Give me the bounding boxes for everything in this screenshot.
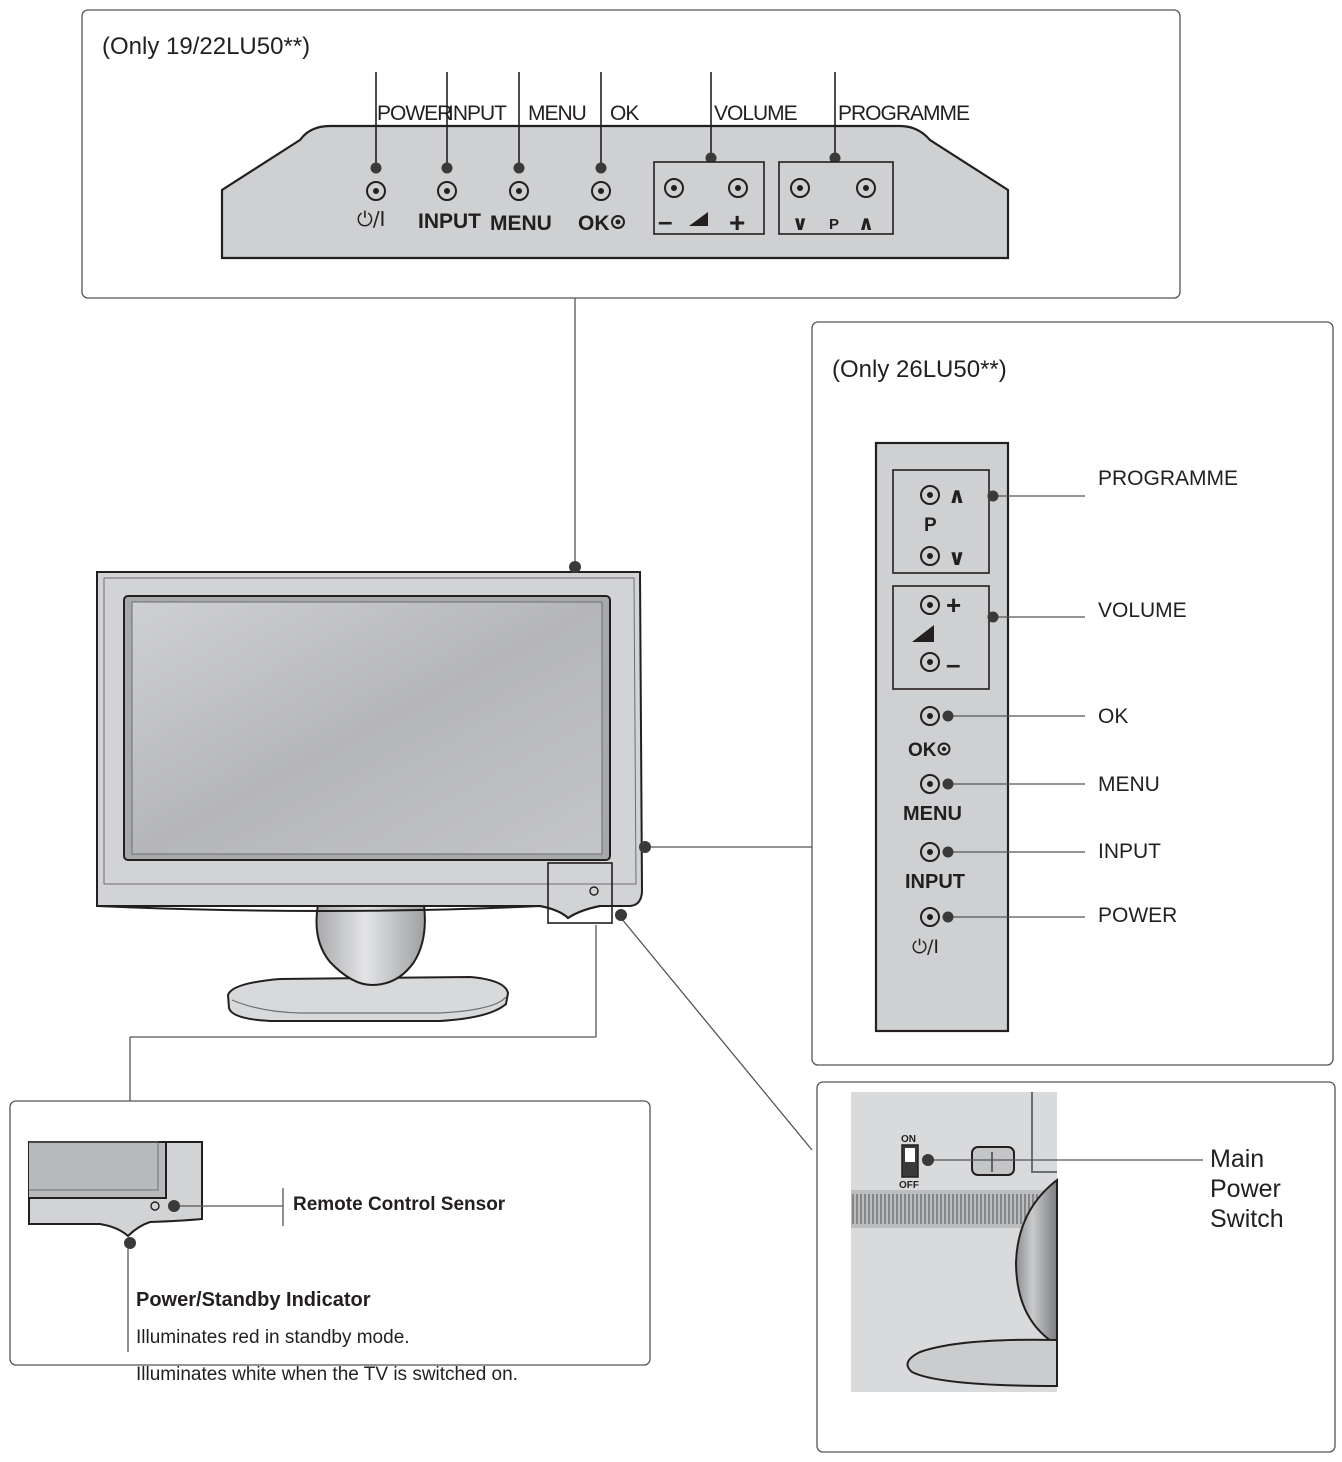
top-callout-input: INPUT (448, 102, 507, 125)
top-label-prog-down: ∨ (792, 213, 808, 235)
top-label-vol-minus: – (658, 206, 672, 236)
side-callout-menu: MENU (1098, 773, 1160, 796)
side-label-vol-plus: + (946, 590, 961, 620)
switch-label-line-1: Main (1210, 1145, 1264, 1173)
side-label-prog-up: ∧ (948, 483, 966, 508)
bezel-closeup (28, 1141, 203, 1238)
indicator-title: Power/Standby Indicator (136, 1289, 371, 1311)
tv-side-dot (639, 841, 651, 853)
top-callout-ok: OK (610, 102, 639, 125)
top-callout-volume: VOLUME (714, 102, 798, 125)
indicator-line-2: Illuminates white when the TV is switche… (136, 1364, 518, 1385)
side-ok-symbol-icon (937, 742, 951, 756)
side-label-menu: MENU (903, 803, 962, 825)
top-label-prog-p: P (829, 216, 839, 233)
ok-symbol-icon (611, 215, 625, 229)
top-programme-down-button[interactable] (790, 178, 810, 198)
side-callout-power: POWER (1098, 904, 1177, 927)
side-label-power: ⏻/I (912, 936, 939, 958)
top-volume-group (653, 161, 765, 235)
side-volume-ramp-icon (912, 625, 934, 642)
side-menu-button[interactable] (920, 774, 940, 794)
side-input-button[interactable] (920, 842, 940, 862)
top-callout-power: POWER (377, 102, 452, 125)
tv-bottom-dot (615, 909, 627, 921)
top-volume-down-button[interactable] (664, 178, 684, 198)
top-panel: (Only 19/22LU50**) POWER INPUT MENU OK V… (81, 9, 1181, 299)
top-label-vol-plus: + (729, 207, 745, 238)
side-label-vol-minus: – (946, 649, 960, 679)
remote-sensor-label: Remote Control Sensor (293, 1194, 506, 1215)
side-label-input: INPUT (905, 871, 965, 893)
switch-dot (922, 1154, 934, 1166)
indicator-dot (124, 1237, 136, 1249)
side-label-ok: OK (908, 740, 937, 761)
top-label-power: ⏻/I (357, 207, 385, 231)
sensor-panel: Remote Control Sensor Power/Standby Indi… (9, 1100, 651, 1385)
side-label-prog-down: ∨ (948, 545, 966, 570)
indicator-line-1: Illuminates red in standby mode. (136, 1327, 410, 1348)
side-callout-volume: VOLUME (1098, 599, 1187, 622)
top-volume-up-button[interactable] (728, 178, 748, 198)
side-callout-ok: OK (1098, 705, 1128, 728)
switch-on-label: ON (901, 1134, 916, 1145)
tv-top-dot (569, 561, 581, 573)
side-programme-down-button[interactable] (920, 546, 940, 566)
top-programme-group (778, 161, 894, 235)
top-label-ok: OK (578, 212, 610, 235)
top-callout-programme: PROGRAMME (838, 102, 970, 125)
top-label-input: INPUT (418, 210, 481, 233)
tv-screen (131, 601, 603, 855)
top-ok-button[interactable] (591, 181, 611, 201)
tv-illustration (96, 561, 651, 1022)
switch-label-line-2: Power (1210, 1175, 1281, 1203)
side-volume-up-button[interactable] (920, 595, 940, 615)
top-panel-title: (Only 19/22LU50**) (102, 33, 310, 60)
tv-stand-neck (315, 904, 426, 987)
power-socket-icon (971, 1146, 1015, 1176)
top-callout-lines (370, 72, 841, 174)
sensor-window-icon (150, 1201, 160, 1211)
side-power-button[interactable] (920, 907, 940, 927)
side-panel: (Only 26LU50**) ∧ P ∨ + – OK (811, 321, 1334, 1066)
connector-lines (129, 298, 813, 1151)
rear-closeup: ON OFF (851, 1092, 1058, 1392)
switch-label-line-3: Switch (1210, 1205, 1284, 1233)
top-menu-button[interactable] (509, 181, 529, 201)
tv-sensor-highlight (547, 862, 613, 924)
top-label-prog-up: ∧ (858, 213, 874, 235)
side-programme-up-button[interactable] (920, 485, 940, 505)
volume-ramp-icon (689, 212, 708, 226)
side-callout-lines (942, 490, 1085, 923)
remote-sensor-dot (168, 1200, 180, 1212)
top-programme-up-button[interactable] (856, 178, 876, 198)
switch-panel: ON OFF Main Power Switch (816, 1081, 1336, 1453)
tv-stand-base (226, 975, 510, 1022)
top-power-button[interactable] (366, 181, 386, 201)
side-volume-down-button[interactable] (920, 652, 940, 672)
switch-off-label: OFF (899, 1180, 919, 1191)
side-label-prog-p: P (924, 515, 937, 536)
top-callout-menu: MENU (528, 102, 586, 125)
side-callout-programme: PROGRAMME (1098, 467, 1238, 490)
top-input-button[interactable] (437, 181, 457, 201)
side-panel-title: (Only 26LU50**) (832, 356, 1007, 383)
side-ok-button[interactable] (920, 706, 940, 726)
side-callout-input: INPUT (1098, 840, 1161, 863)
top-label-menu: MENU (490, 212, 552, 235)
